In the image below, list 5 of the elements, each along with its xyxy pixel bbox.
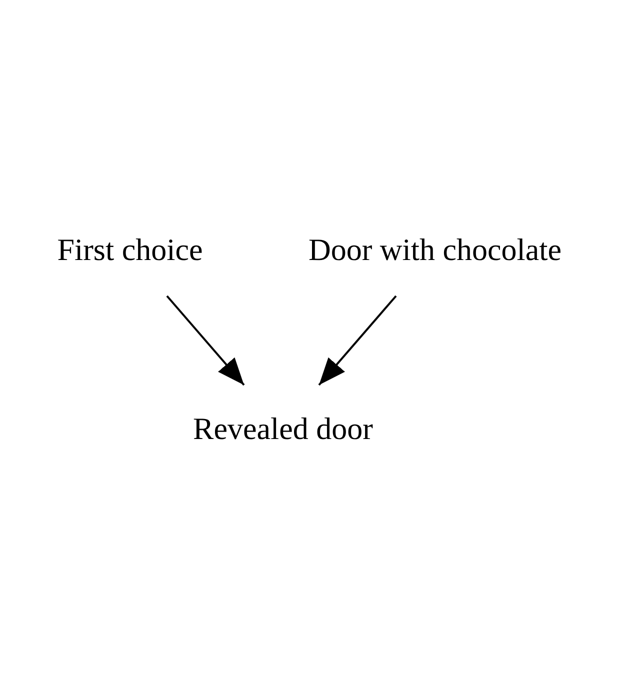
node-label: Revealed door — [193, 411, 373, 446]
arrow — [166, 295, 245, 386]
node-label: First choice — [57, 232, 203, 267]
arrow — [318, 295, 397, 386]
node-label: Door with chocolate — [308, 232, 562, 267]
